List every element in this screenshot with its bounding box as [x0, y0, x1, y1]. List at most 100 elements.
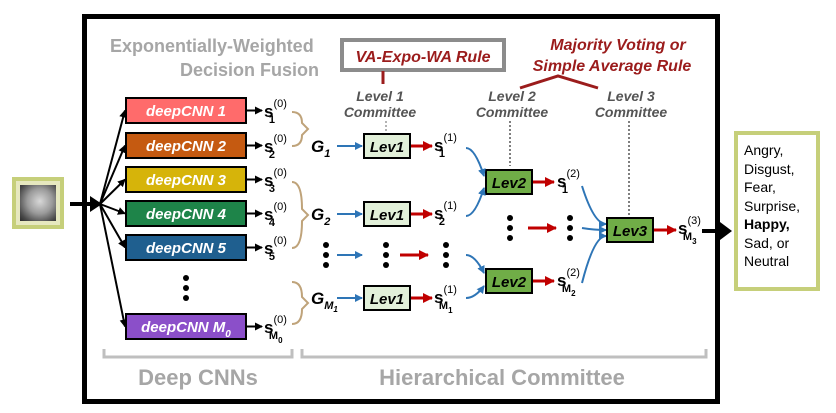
score-superscript: (0) [273, 133, 286, 145]
level1-ellipsis-dot [323, 252, 329, 258]
level2-ellipsis-dot [507, 225, 513, 231]
score-superscript: (2) [566, 168, 579, 180]
level2-score: s(2)M2 [557, 267, 580, 298]
input-face-image [12, 177, 64, 229]
fan-out-lines [99, 109, 128, 328]
score-subscript: M [562, 283, 571, 295]
level1-label-line-2: Committee [344, 104, 417, 120]
bottom-bracket-committee [300, 349, 708, 359]
lev2-block-label: Lev2 [492, 175, 527, 192]
emotion-label: Disgust, [744, 160, 795, 177]
lev1-block [363, 133, 411, 159]
level1-ellipsis-dot [383, 262, 389, 268]
emotion-output-box: Angry, Disgust, Fear, Surprise, Happy, S… [734, 131, 820, 291]
cnn-ellipsis-dot [183, 275, 189, 281]
emotion-label-happy: Happy, [744, 216, 790, 232]
output-arrow [702, 222, 732, 240]
fan-line [99, 109, 128, 205]
score-sub-subscript: 3 [692, 237, 697, 246]
fan-line [99, 144, 126, 205]
title-line-2: Decision Fusion [180, 60, 319, 80]
level1-ellipsis-dot [443, 252, 449, 258]
score-superscript: (1) [443, 200, 456, 212]
level2-ellipsis-dot [567, 225, 573, 231]
emotion-label: Fear, [744, 179, 776, 195]
cnn-ellipsis-dot [183, 295, 189, 301]
score-superscript: (1) [443, 132, 456, 144]
score-subscript: 2 [439, 216, 445, 228]
majority-rule-line-2: Simple Average Rule [533, 58, 692, 75]
cnn-block-label: deepCNN 3 [146, 172, 227, 189]
emotion-label: Angry, [744, 142, 784, 158]
cnn-score: s(0)2 [264, 133, 287, 161]
level3-score: s(3)M3 [678, 215, 701, 246]
score-superscript: (3) [687, 215, 700, 227]
emotion-label: Neutral [744, 253, 790, 269]
lev1-block-label: Lev1 [370, 207, 404, 224]
group-bracket [291, 181, 310, 249]
score-superscript: (2) [566, 267, 579, 279]
blue-arrow [581, 185, 607, 228]
lev1-block [363, 285, 411, 311]
cnn-block [125, 132, 247, 159]
cnn-block-label: deepCNN M0 [141, 319, 231, 340]
cnn-block [125, 166, 247, 193]
cnn-score: s(0)M0 [264, 314, 287, 345]
ellipsis-dots [183, 215, 573, 301]
majority-rule-bracket [519, 74, 599, 90]
level1-ellipsis-dot [323, 262, 329, 268]
cnn-block-label: deepCNN 2 [146, 138, 227, 155]
lev3-block [606, 217, 654, 243]
score-subscript: 1 [439, 148, 445, 160]
score-subscript: M [269, 330, 278, 342]
cnn-block [125, 313, 247, 340]
group-sub: 2 [323, 216, 330, 228]
score-subscript: M [683, 231, 692, 243]
group-label: G2 [311, 205, 330, 228]
group-label: G1 [311, 137, 330, 160]
fan-line [99, 203, 128, 328]
level1-ellipsis-dot [443, 242, 449, 248]
lev1-block [363, 201, 411, 227]
level2-ellipsis-dot [507, 215, 513, 221]
cnn-score: s(0)5 [264, 235, 287, 263]
score-subscript: M [439, 300, 448, 312]
level2-label-line-2: Committee [476, 104, 549, 120]
group-sub-sub: 1 [333, 305, 338, 314]
lev2-block-label: Lev2 [492, 274, 527, 291]
blue-arrow [465, 285, 485, 299]
level1-ellipsis-dot [443, 262, 449, 268]
level2-ellipsis-dot [567, 235, 573, 241]
fan-line [99, 203, 126, 215]
fan-line [99, 178, 126, 205]
level1-ellipsis-dot [383, 252, 389, 258]
level1-ellipsis-dot [383, 242, 389, 248]
cnn-sub: 0 [225, 329, 231, 340]
level1-ellipsis-dot [323, 242, 329, 248]
fan-line [99, 203, 126, 249]
lev2-block [485, 268, 533, 294]
lev1-block-label: Lev1 [370, 139, 404, 156]
blue-arrow [465, 187, 486, 217]
score-subscript: 1 [269, 114, 275, 126]
cnn-score: s(0)1 [264, 98, 287, 126]
group-sub: 1 [324, 148, 330, 160]
group-bracket [291, 281, 310, 325]
input-arrow [70, 196, 102, 212]
cnn-block-label: deepCNN 1 [146, 103, 226, 120]
level3-label-line-2: Committee [595, 104, 668, 120]
face-photo [20, 185, 56, 221]
score-sub-subscript: 1 [448, 306, 453, 315]
cnn-score: s(0)4 [264, 201, 287, 229]
rule-box-frame [340, 38, 506, 72]
group-sub: M [324, 300, 334, 312]
majority-rule-line-1: Majority Voting or [550, 37, 686, 54]
bottom-label-deep-cnns: Deep CNNs [138, 365, 258, 390]
level3-label-line-1: Level 3 [607, 88, 655, 104]
score-superscript: (0) [273, 167, 286, 179]
